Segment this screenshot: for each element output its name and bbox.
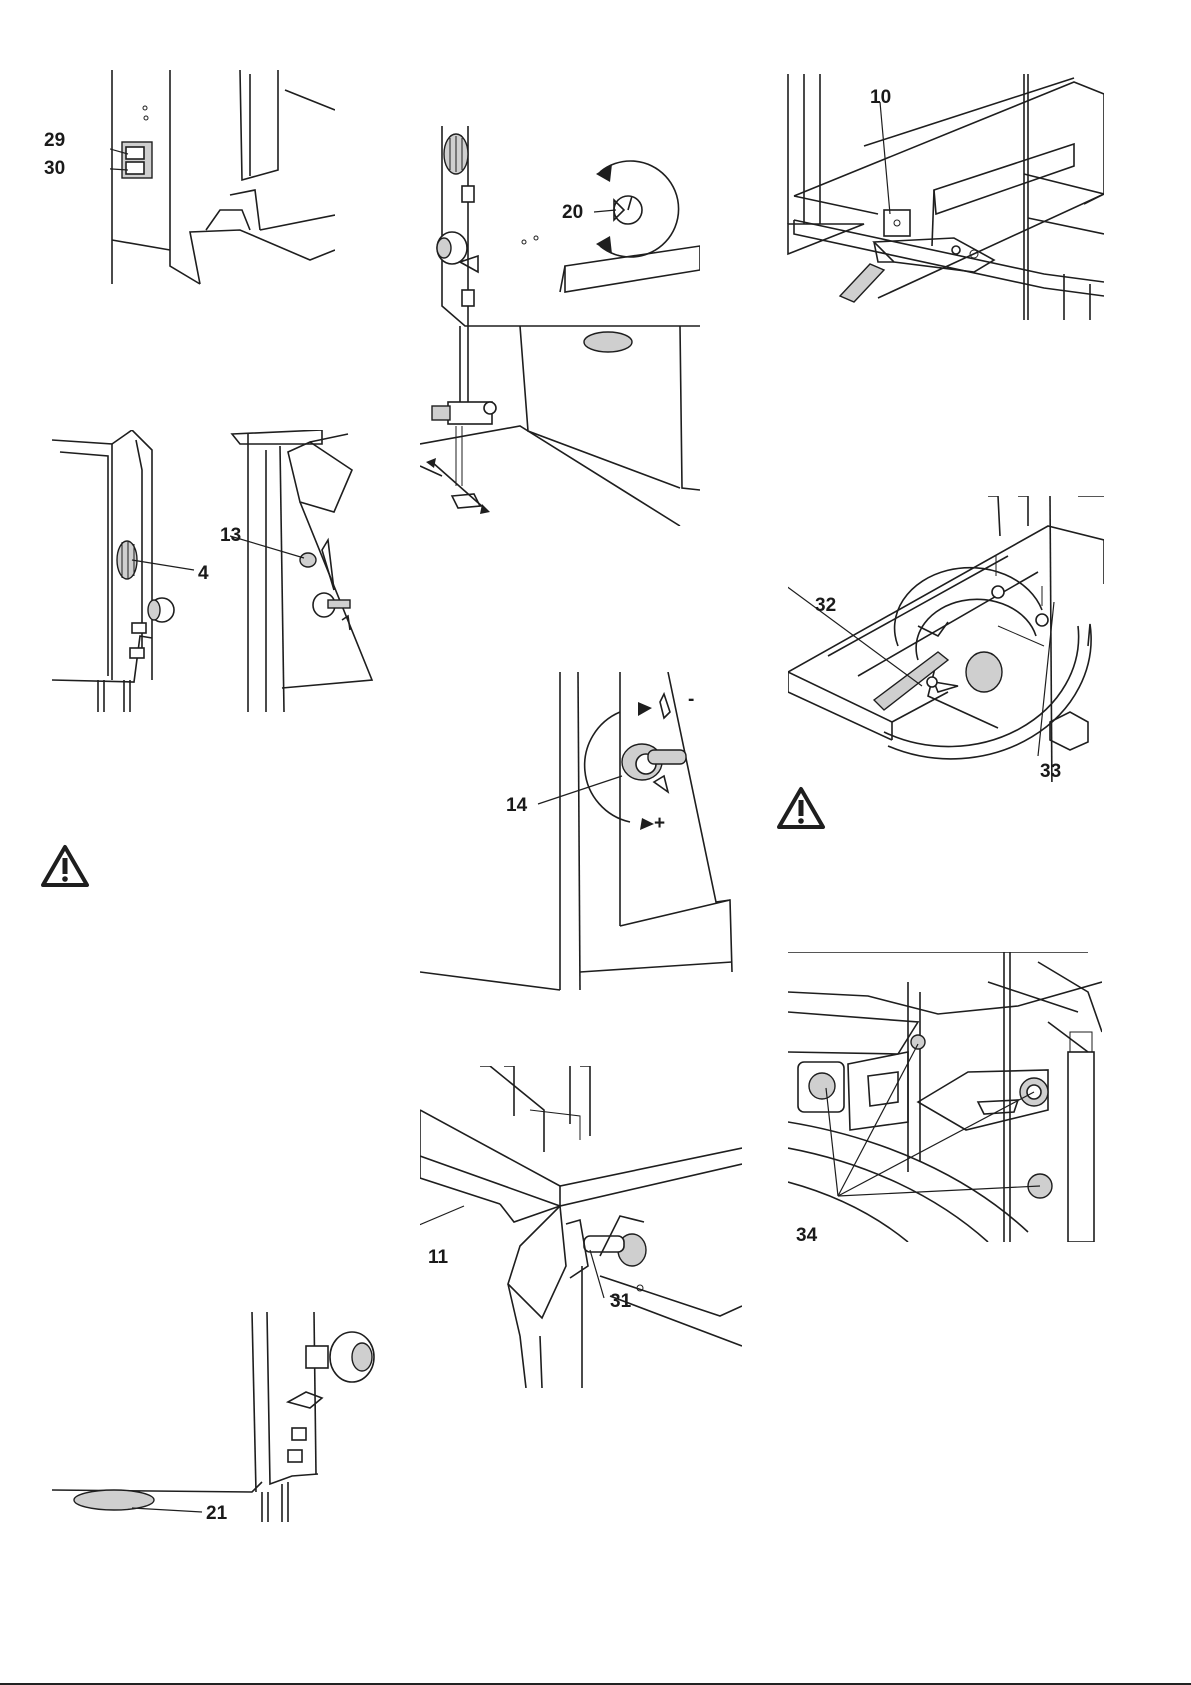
figure-switch bbox=[110, 70, 335, 286]
callout-plus: + bbox=[654, 814, 665, 833]
callout-30: 30 bbox=[44, 159, 65, 178]
callout-10: 10 bbox=[870, 88, 891, 107]
callout-21: 21 bbox=[206, 1504, 227, 1523]
callout-minus: - bbox=[688, 690, 694, 709]
warning-triangle-icon bbox=[776, 786, 826, 830]
callout-32: 32 bbox=[815, 596, 836, 615]
figure-trunnion bbox=[788, 496, 1104, 782]
figure-blade-guide bbox=[420, 126, 700, 526]
callout-20: 20 bbox=[562, 203, 583, 222]
callout-31: 31 bbox=[610, 1292, 631, 1311]
callout-34: 34 bbox=[796, 1226, 817, 1245]
callout-13: 13 bbox=[220, 526, 241, 545]
figure-foot-adjuster bbox=[52, 1312, 382, 1522]
callout-33: 33 bbox=[1040, 762, 1061, 781]
figure-lower-wheel-screws bbox=[788, 952, 1102, 1242]
figure-tension-handwheel bbox=[420, 672, 740, 992]
warning-triangle-icon bbox=[40, 844, 90, 888]
callout-14: 14 bbox=[506, 796, 527, 815]
callout-11: 11 bbox=[428, 1248, 448, 1267]
callout-29: 29 bbox=[44, 131, 65, 150]
figure-rip-fence bbox=[774, 74, 1104, 320]
figure-column-adjusters bbox=[52, 430, 382, 712]
callout-4: 4 bbox=[198, 564, 209, 583]
figure-table-tilt bbox=[420, 1066, 742, 1388]
